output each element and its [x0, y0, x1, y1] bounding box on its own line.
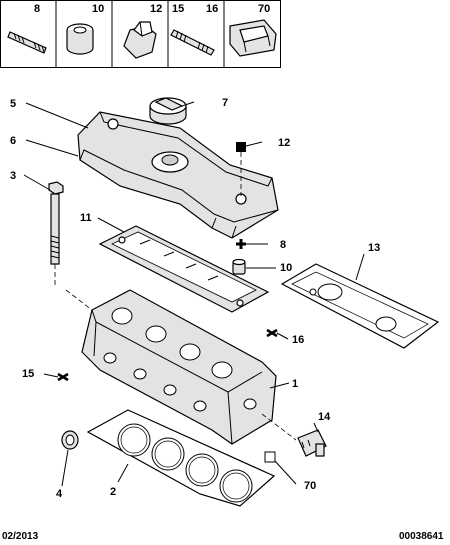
callout-5[interactable]: 5 [10, 98, 16, 110]
legend-number-15: 15 [172, 3, 184, 15]
callout-12[interactable]: 12 [278, 137, 290, 149]
callout-16[interactable]: 16 [292, 334, 304, 346]
oil-seal[interactable] [61, 430, 79, 450]
legend-strip: 8 10 12 15 [0, 0, 281, 68]
callout-7[interactable]: 7 [222, 97, 228, 109]
callout-2[interactable]: 2 [110, 486, 116, 498]
gasket-kit-panel[interactable] [280, 263, 440, 349]
callout-15[interactable]: 15 [22, 368, 34, 380]
footer-reference: 00038641 [399, 531, 444, 542]
callout-70[interactable]: 70 [304, 480, 316, 492]
callout-1[interactable]: 1 [292, 378, 298, 390]
port-openings [103, 352, 257, 412]
head-gasket[interactable] [86, 409, 276, 507]
oil-filler-cap[interactable] [149, 97, 187, 125]
bushing-icon [66, 23, 94, 55]
leader-lines [23, 101, 365, 487]
nut-item-12[interactable] [236, 142, 246, 196]
legend-cell-16[interactable]: 16 [206, 3, 218, 15]
callout-numbers: 5 6 3 7 12 11 8 10 13 16 1 15 14 70 2 4 [10, 97, 380, 500]
footer: 02/2013 00038641 [2, 531, 444, 542]
legend-cell-10[interactable]: 10 [66, 3, 104, 55]
legend-cell-15[interactable]: 15 [170, 3, 215, 56]
legend-cell-12[interactable]: 12 [123, 3, 162, 59]
temperature-sensor[interactable] [297, 429, 327, 457]
clip-item-70[interactable] [264, 451, 276, 463]
cylinder-head-bolt[interactable] [48, 181, 64, 286]
stud-bolt-icon [7, 31, 47, 54]
legend-number-16: 16 [206, 3, 218, 15]
callout-6[interactable]: 6 [10, 135, 16, 147]
legend-number-10: 10 [92, 3, 104, 15]
legend-number-8: 8 [34, 3, 40, 15]
callout-14[interactable]: 14 [318, 411, 331, 423]
cylinder-head[interactable] [81, 289, 277, 445]
legend-cell-8[interactable]: 8 [7, 3, 54, 54]
callout-11[interactable]: 11 [80, 212, 92, 224]
stud-bolt-icon [170, 29, 215, 56]
legend-cell-70[interactable]: 70 [229, 3, 277, 57]
bushing-item-10[interactable] [232, 258, 246, 275]
callout-4[interactable]: 4 [56, 488, 63, 500]
rocker-cover[interactable] [77, 111, 279, 239]
clip-icon [229, 19, 277, 57]
callout-8[interactable]: 8 [280, 239, 286, 251]
callout-13[interactable]: 13 [368, 242, 380, 254]
stud-item-16[interactable] [266, 328, 278, 338]
legend-number-70: 70 [258, 3, 270, 15]
stud-item-8[interactable] [236, 239, 246, 249]
callout-3[interactable]: 3 [10, 170, 16, 182]
callout-10[interactable]: 10 [280, 262, 292, 274]
nut-icon [123, 21, 157, 59]
stud-item-15[interactable] [57, 372, 69, 382]
cam-chambers [111, 307, 233, 379]
legend-number-12: 12 [150, 3, 162, 15]
footer-date: 02/2013 [2, 531, 39, 542]
